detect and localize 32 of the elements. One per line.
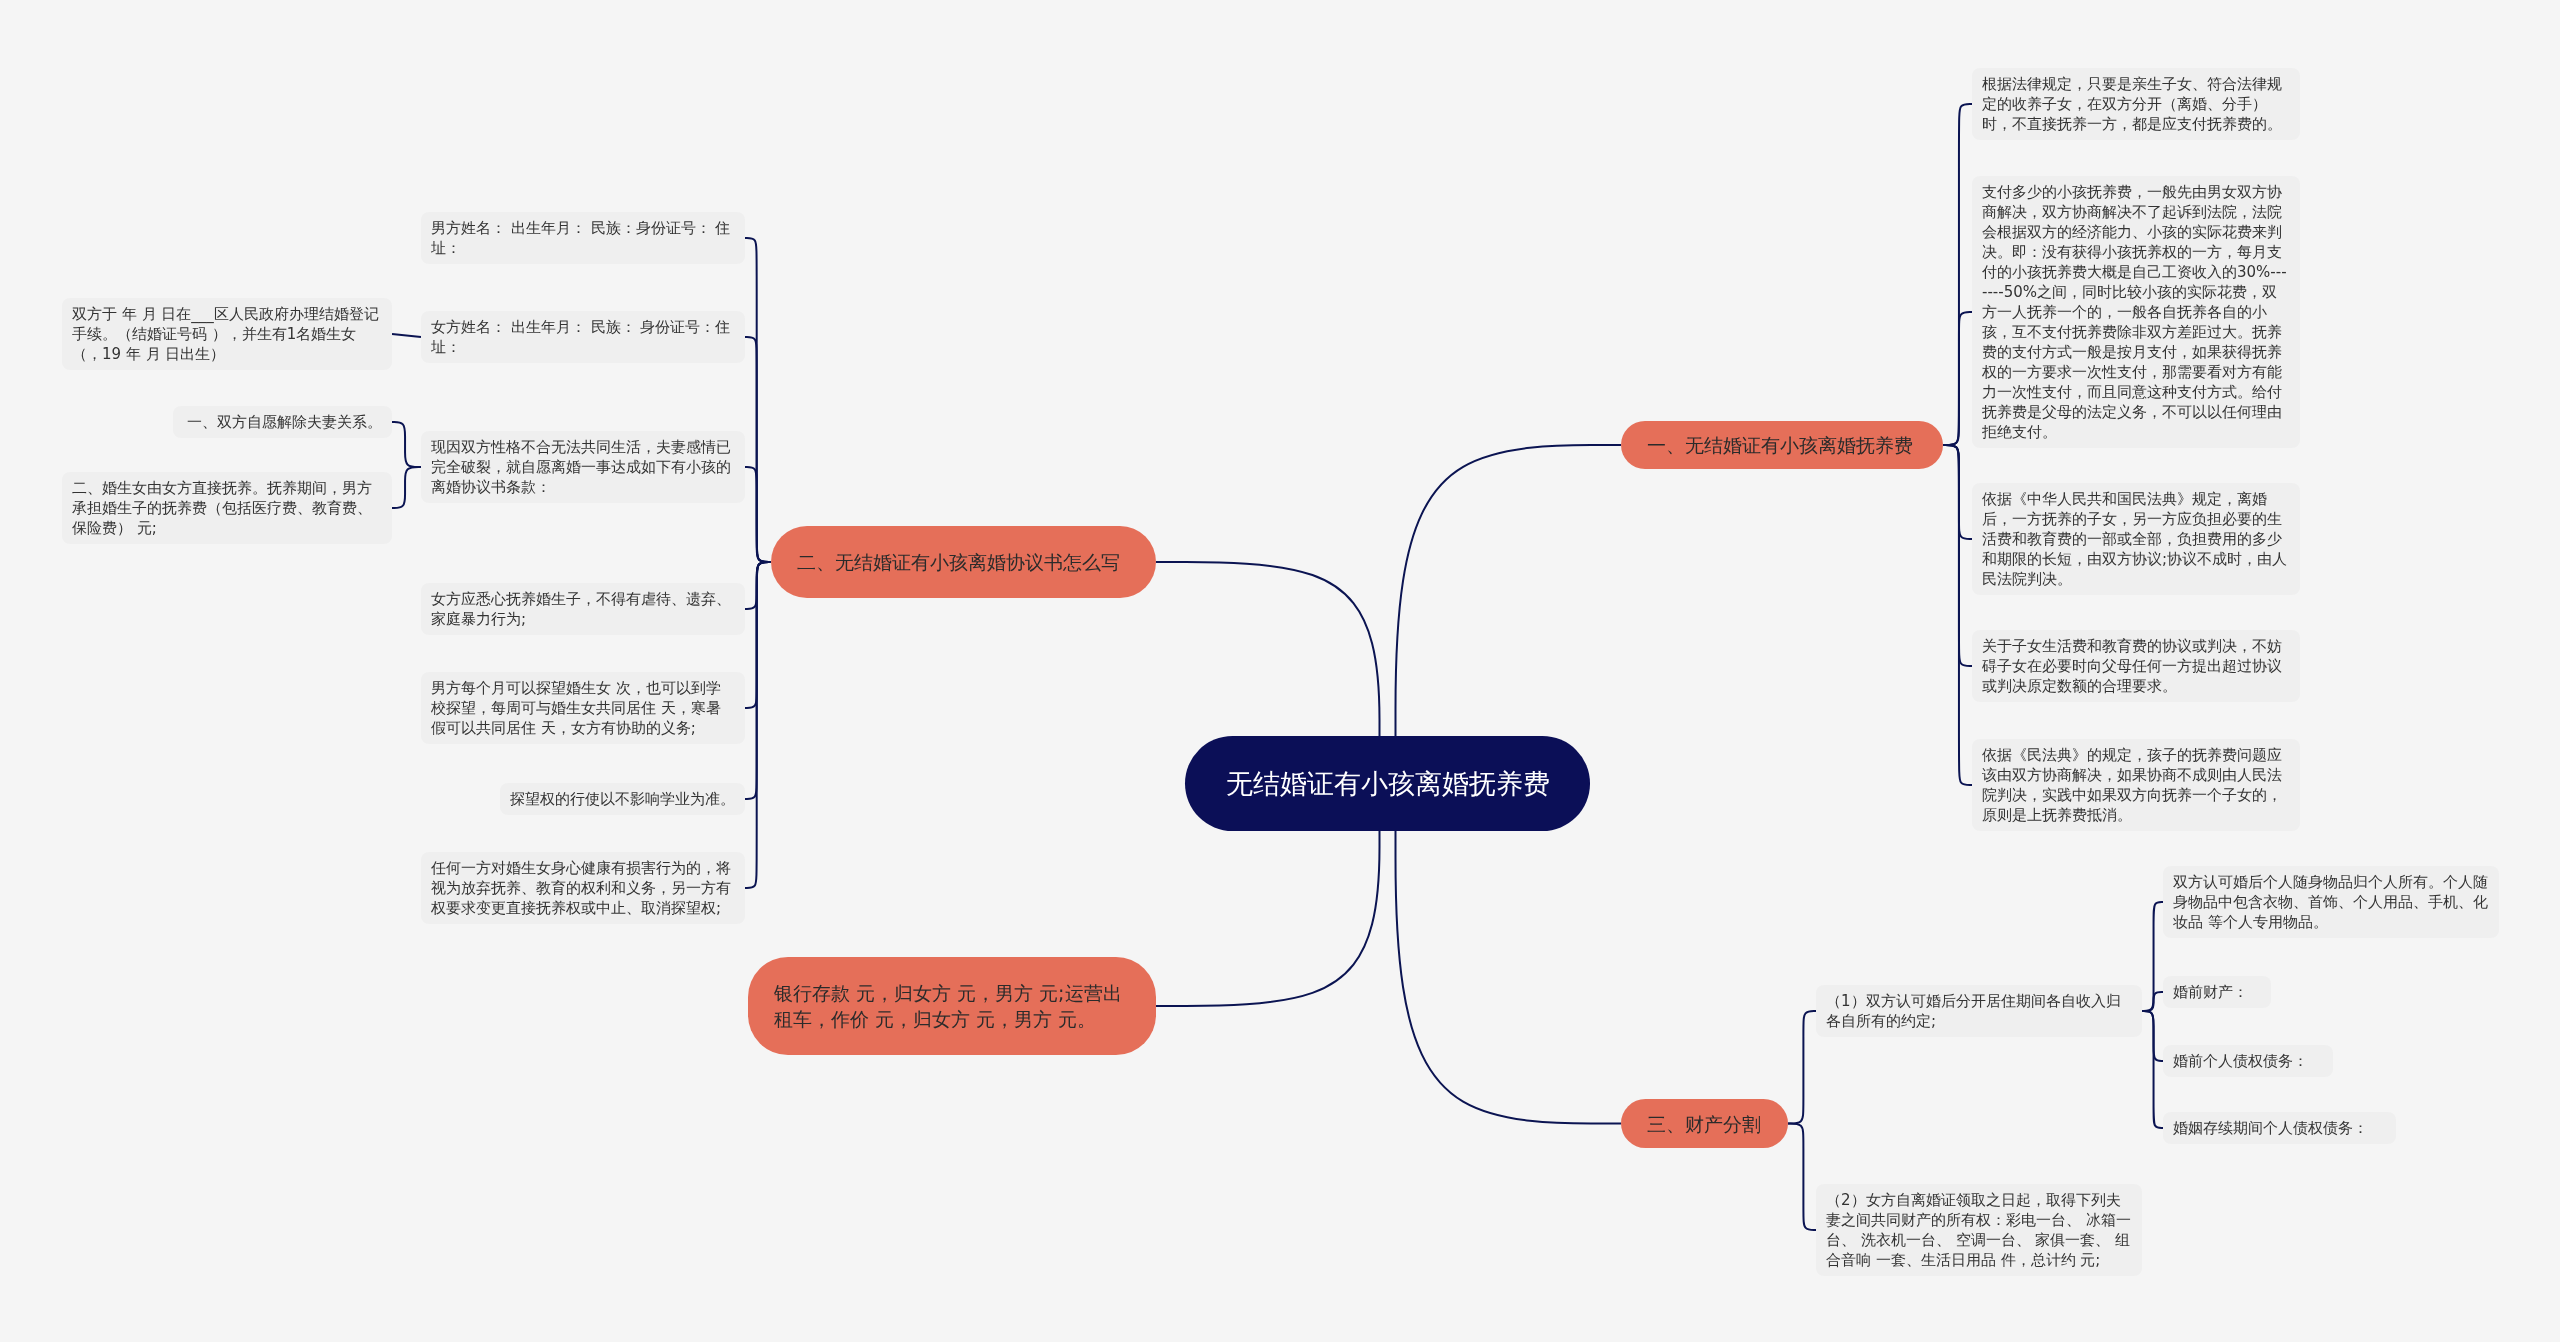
- branch-topic: 二、无结婚证有小孩离婚协议书怎么写: [771, 526, 1156, 598]
- subtopic-card: 支付多少的小孩抚养费，一般先由男女双方协商解决，双方协商解决不了起诉到法院，法院会根据双方的经济能力、小孩的实际花费来判决。即：没有获得小孩抚养权的一方，每月支付的小孩抚养费大概是自己工资收入的30%-------50%之间，同时比较小孩的实际花费，双方一人抚养一个的，一般各自抚养各自的小孩，互不支付抚养费除非双方差距过大。抚养费的支付方式一般是按月支付，如果获得抚养权的一方要求一次性支付，那需要看对方有能力一次性支付，而且同意这种支付方式。给付抚养费是父母的法定义务，不可以以任何理由拒绝支付。: [1972, 176, 2300, 448]
- connector-line: [1394, 830, 1622, 1125]
- subtopic-card: 女方姓名： 出生年月： 民族： 身份证号：住址：: [421, 311, 745, 363]
- subtopic-card: （2）女方自离婚证领取之日起，取得下列夫妻之间共同财产的所有权：彩电一台、 冰箱一台、 洗衣机一台、 空调一台、 家俱一套、 组合音响 一套、生活日用品 件，总计约 元;: [1816, 1184, 2142, 1276]
- connector-line: [1155, 561, 1381, 737]
- subtopic-card: 双方于 年 月 日在___区人民政府办理结婚登记手续。（结婚证号码 ），并生有1名婚生女（，19 年 月 日出生）: [62, 298, 392, 370]
- branch-topic: 银行存款 元，归女方 元，男方 元;运营出租车，作价 元，归女方 元，男方 元。: [748, 957, 1156, 1055]
- subtopic-card: 根据法律规定，只要是亲生子女、符合法律规定的收养子女，在双方分开（离婚、分手）时，不直接抚养一方，都是应支付抚养费的。: [1972, 68, 2300, 140]
- subtopic-card: 婚前财产：: [2163, 976, 2271, 1008]
- subtopic-card: 婚前个人债权债务：: [2163, 1045, 2333, 1077]
- connector-line: [391, 333, 422, 338]
- subtopic-card: 关于子女生活费和教育费的协议或判决，不妨碍子女在必要时向父母任何一方提出超过协议或判决原定数额的合理要求。: [1972, 630, 2300, 702]
- subtopic-card: 二、婚生女由女方直接抚养。抚养期间，男方承担婚生子的抚养费（包括医疗费、教育费、保险费） 元;: [62, 472, 392, 544]
- connector-line: [1394, 444, 1622, 737]
- subtopic-card: 一、双方自愿解除夫妻关系。: [173, 406, 392, 438]
- subtopic-card: 男方姓名： 出生年月： 民族：身份证号： 住址：: [421, 212, 745, 264]
- subtopic-card: 现因双方性格不合无法共同生活，夫妻感情已完全破裂，就自愿离婚一事达成如下有小孩的离婚协议书条款：: [421, 431, 745, 503]
- subtopic-card: 双方认可婚后个人随身物品归个人所有。个人随身物品中包含衣物、首饰、个人用品、手机、化妆品 等个人专用物品。: [2163, 866, 2499, 938]
- subtopic-card: 依据《中华人民共和国民法典》规定，离婚后，一方抚养的子女，另一方应负担必要的生活费和教育费的一部或全部，负担费用的多少和期限的长短，由双方协议;协议不成时，由人民法院判决。: [1972, 483, 2300, 595]
- branch-topic: 一、无结婚证有小孩离婚抚养费: [1621, 421, 1943, 469]
- connector-line: [1155, 830, 1381, 1007]
- central-topic: 无结婚证有小孩离婚抚养费: [1185, 736, 1590, 831]
- subtopic-card: （1）双方认可婚后分开居住期间各自收入归各自所有的约定;: [1816, 985, 2142, 1037]
- subtopic-card: 婚姻存续期间个人债权债务：: [2163, 1112, 2396, 1144]
- subtopic-card: 任何一方对婚生女身心健康有损害行为的，将视为放弃抚养、教育的权利和义务，另一方有权要求变更直接抚养权或中止、取消探望权;: [421, 852, 745, 924]
- subtopic-card: 探望权的行使以不影响学业为准。: [500, 783, 745, 815]
- branch-topic: 三、财产分割: [1621, 1099, 1788, 1148]
- subtopic-card: 男方每个月可以探望婚生女 次，也可以到学校探望，每周可与婚生女共同居住 天，寒暑假可以共同居住 天，女方有协助的义务;: [421, 672, 745, 744]
- connector-line: [2141, 1010, 2164, 1129]
- subtopic-card: 女方应悉心抚养婚生子，不得有虐待、遗弃、家庭暴力行为;: [421, 583, 745, 635]
- subtopic-card: 依据《民法典》的规定，孩子的抚养费问题应该由双方协商解决，如果协商不成则由人民法院判决，实践中如果双方向抚养一个子女的，原则是上抚养费抵消。: [1972, 739, 2300, 831]
